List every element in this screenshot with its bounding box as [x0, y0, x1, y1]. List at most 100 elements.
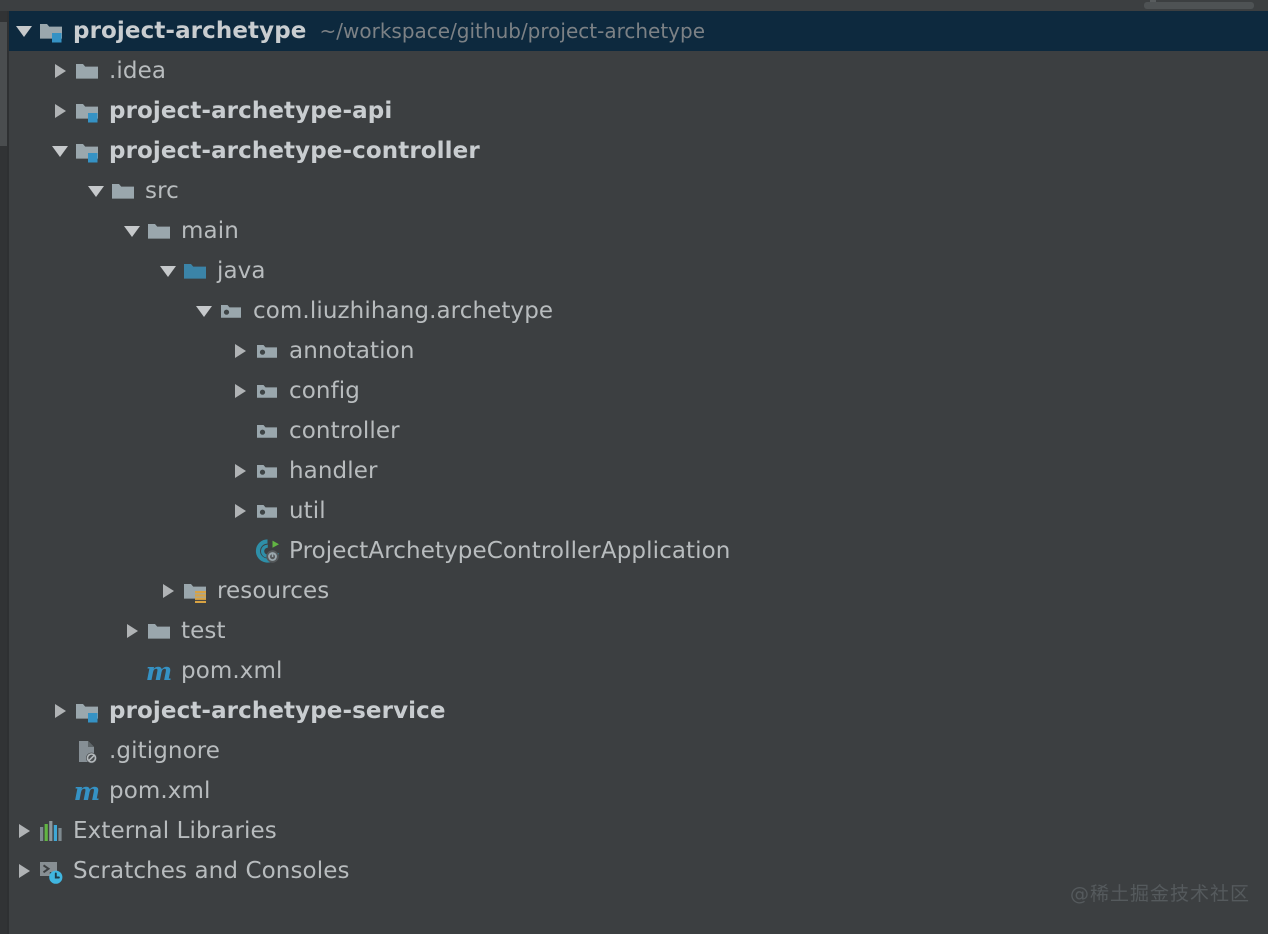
tree-row[interactable]: External Libraries — [9, 811, 1268, 851]
tree-row-label: project-archetype-controller — [109, 137, 480, 164]
package-icon — [217, 297, 245, 325]
tree-row[interactable]: m pom.xml — [9, 771, 1268, 811]
tree-row-label: pom.xml — [109, 777, 211, 804]
vertical-scrollbar-thumb[interactable] — [0, 22, 7, 146]
tree-row[interactable]: .gitignore — [9, 731, 1268, 771]
tree-row-label: controller — [289, 417, 400, 444]
tree-toggle-placeholder — [47, 731, 73, 771]
tree-toggle-placeholder — [119, 651, 145, 691]
tree-row[interactable]: ProjectArchetypeControllerApplication — [9, 531, 1268, 571]
tree-row[interactable]: project-archetype-controller — [9, 131, 1268, 171]
chevron-right-icon[interactable] — [227, 451, 253, 491]
tree-row[interactable]: config — [9, 371, 1268, 411]
package-icon — [253, 497, 281, 525]
scratches-icon — [37, 857, 65, 885]
project-tree[interactable]: project-archetype~/workspace/github/proj… — [9, 11, 1268, 934]
maven-icon: m — [145, 656, 173, 686]
chevron-right-icon[interactable] — [47, 51, 73, 91]
tree-toggle-arrow — [234, 464, 246, 478]
chevron-right-icon[interactable] — [119, 611, 145, 651]
watermark: @稀土掘金技术社区 — [1069, 883, 1250, 905]
tree-row[interactable]: handler — [9, 451, 1268, 491]
tree-row-label: java — [217, 257, 266, 284]
module-folder-icon — [73, 137, 101, 165]
tree-toggle-arrow — [126, 624, 138, 638]
tree-toggle-placeholder — [47, 771, 73, 811]
source-root-folder-icon — [181, 257, 209, 285]
tree-row-label: test — [181, 617, 226, 644]
tree-row[interactable]: project-archetype-service — [9, 691, 1268, 731]
spring-boot-class-icon — [253, 537, 281, 565]
resources-folder-icon — [181, 577, 209, 605]
tree-toggle-placeholder — [227, 531, 253, 571]
tree-toggle-arrow — [52, 145, 68, 157]
tree-row-label: .idea — [109, 57, 167, 84]
tree-row[interactable]: project-archetype-api — [9, 91, 1268, 131]
tree-row-label: util — [289, 497, 326, 524]
tree-toggle-arrow — [162, 584, 174, 598]
tree-toggle-arrow — [160, 265, 176, 277]
package-icon — [253, 337, 281, 365]
tree-toggle-arrow — [54, 704, 66, 718]
tree-row[interactable]: util — [9, 491, 1268, 531]
chevron-right-icon[interactable] — [11, 851, 37, 891]
tree-row-label: resources — [217, 577, 330, 604]
package-icon — [253, 377, 281, 405]
vertical-scrollbar[interactable] — [0, 11, 8, 934]
tree-row[interactable]: Scratches and Consoles — [9, 851, 1268, 891]
chevron-right-icon[interactable] — [227, 371, 253, 411]
chevron-right-icon[interactable] — [227, 331, 253, 371]
chevron-down-icon[interactable] — [155, 251, 181, 291]
chevron-down-icon[interactable] — [11, 11, 37, 51]
folder-icon — [109, 177, 137, 205]
tree-row[interactable]: annotation — [9, 331, 1268, 371]
tree-toggle-arrow — [18, 824, 30, 838]
chevron-right-icon[interactable] — [155, 571, 181, 611]
folder-icon — [145, 617, 173, 645]
chevron-down-icon[interactable] — [83, 171, 109, 211]
tree-row[interactable]: m pom.xml — [9, 651, 1268, 691]
chevron-right-icon[interactable] — [227, 491, 253, 531]
horizontal-scrollbar-thumb[interactable] — [1144, 2, 1254, 9]
tree-row-path: ~/workspace/github/project-archetype — [319, 19, 706, 43]
tree-row-label: src — [145, 177, 179, 204]
folder-icon — [73, 57, 101, 85]
tree-row[interactable]: test — [9, 611, 1268, 651]
chevron-right-icon[interactable] — [47, 691, 73, 731]
tree-toggle-arrow — [234, 344, 246, 358]
tree-row-label: pom.xml — [181, 657, 283, 684]
tree-row-label: handler — [289, 457, 378, 484]
tree-toggle-arrow — [196, 305, 212, 317]
tree-toggle-arrow — [88, 185, 104, 197]
tree-row-label: project-archetype-api — [109, 97, 393, 124]
module-folder-icon — [73, 97, 101, 125]
tree-row[interactable]: src — [9, 171, 1268, 211]
tree-row-label: project-archetype-service — [109, 697, 446, 724]
folder-icon — [145, 217, 173, 245]
horizontal-scrollbar[interactable] — [0, 0, 1268, 11]
module-folder-icon — [73, 697, 101, 725]
chevron-down-icon[interactable] — [119, 211, 145, 251]
tree-row[interactable]: project-archetype~/workspace/github/proj… — [9, 11, 1268, 51]
maven-icon: m — [73, 776, 101, 806]
tree-row[interactable]: .idea — [9, 51, 1268, 91]
tree-toggle-arrow — [54, 64, 66, 78]
tree-row[interactable]: resources — [9, 571, 1268, 611]
tree-row[interactable]: com.liuzhihang.archetype — [9, 291, 1268, 331]
chevron-down-icon[interactable] — [47, 131, 73, 171]
chevron-right-icon[interactable] — [11, 811, 37, 851]
tree-row[interactable]: main — [9, 211, 1268, 251]
chevron-right-icon[interactable] — [47, 91, 73, 131]
chevron-down-icon[interactable] — [191, 291, 217, 331]
tree-row[interactable]: controller — [9, 411, 1268, 451]
tree-row-label: .gitignore — [109, 737, 221, 764]
tree-row-label: com.liuzhihang.archetype — [253, 297, 554, 324]
tree-row-label: config — [289, 377, 360, 404]
tree-row-label: ProjectArchetypeControllerApplication — [289, 537, 731, 564]
tree-toggle-arrow — [124, 225, 140, 237]
tree-row[interactable]: java — [9, 251, 1268, 291]
tree-toggle-arrow — [16, 25, 32, 37]
tree-toggle-arrow — [18, 864, 30, 878]
external-libraries-icon — [37, 817, 65, 845]
